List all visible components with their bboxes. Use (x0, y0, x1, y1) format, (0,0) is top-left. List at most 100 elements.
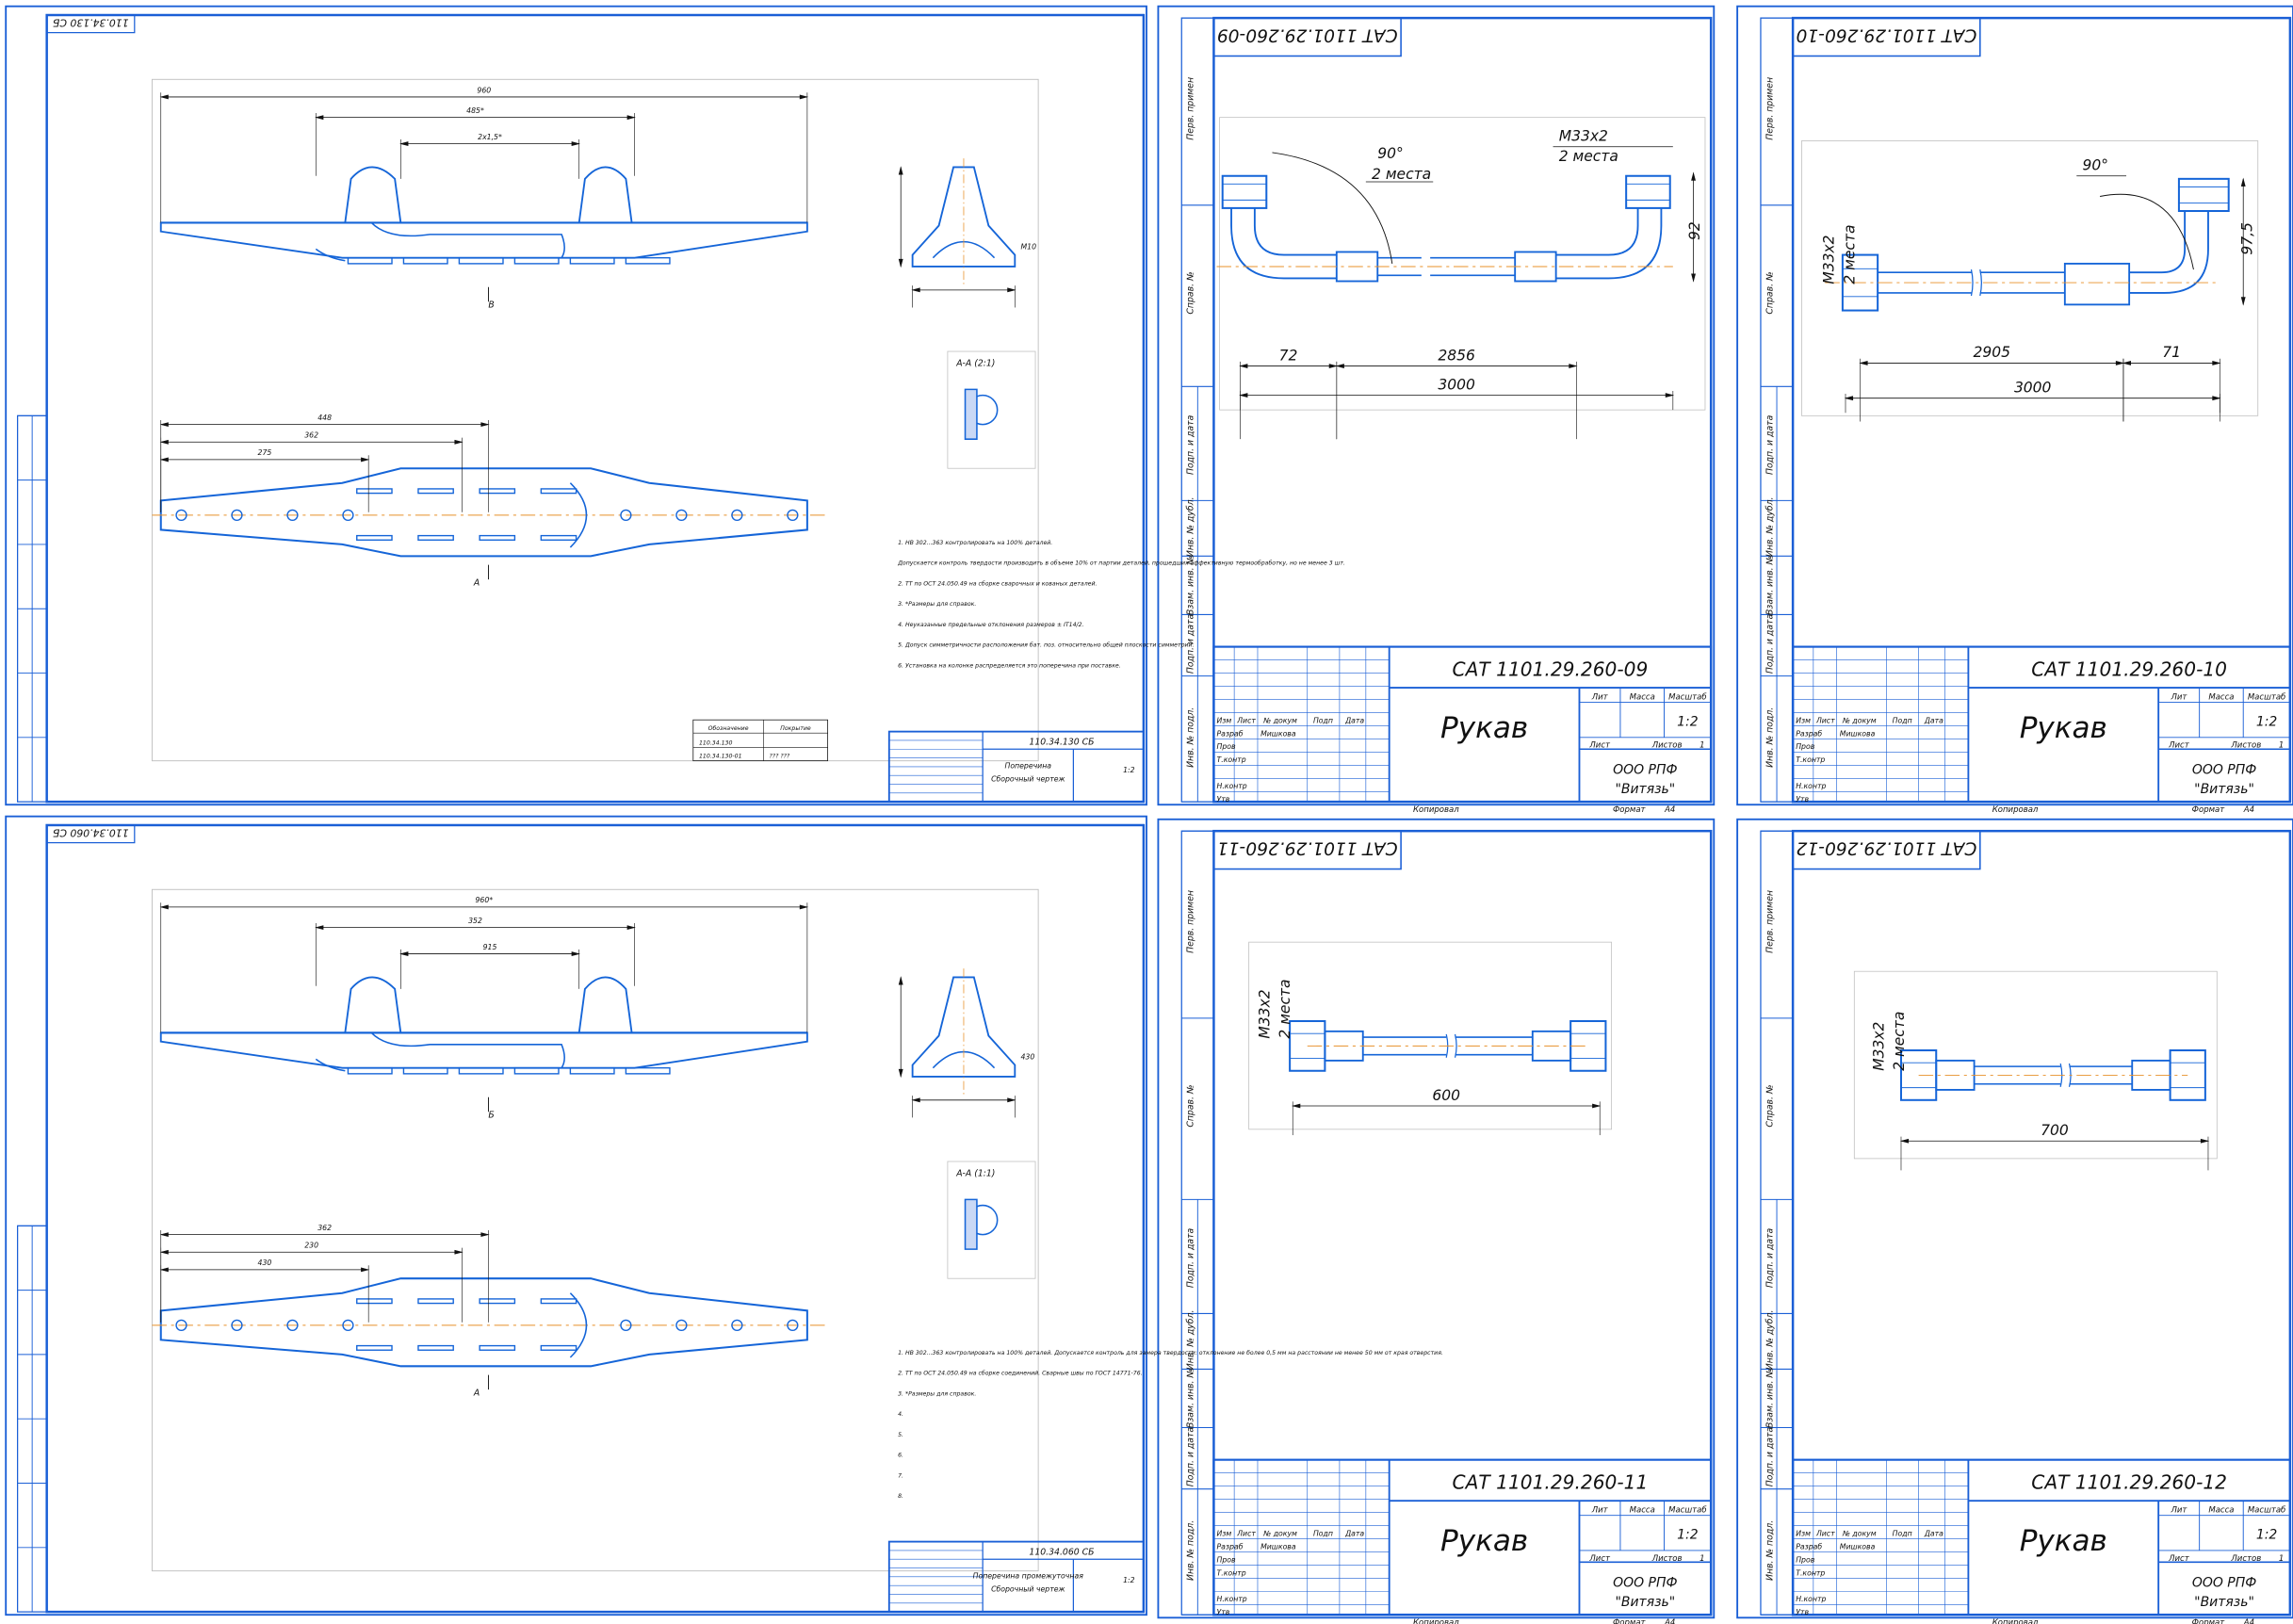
section-view: А-А (1:1) (947, 1161, 1036, 1279)
role-label: Разраб (1796, 729, 1822, 738)
side-label: Инв. № подл. (1764, 1520, 1775, 1581)
weld-curve (315, 248, 346, 262)
bottom-plate (347, 256, 393, 265)
weld-curve (315, 1058, 346, 1072)
bolt-hole (620, 509, 632, 522)
col-header: Масштаб (2248, 1506, 2285, 1516)
format-label: Формат (2192, 1618, 2226, 1624)
row-label: Дата (1344, 1529, 1364, 1537)
hose-fitting (2177, 177, 2230, 213)
arrowhead (315, 925, 324, 931)
copied-label: Копировал (1413, 1618, 1459, 1624)
arrowhead (1007, 287, 1016, 293)
dim-text: 3000 (2014, 379, 2052, 396)
bottom-plate (458, 1066, 504, 1075)
bottom-plate (513, 1066, 560, 1075)
side-label: Инв. № дубл. (1764, 1310, 1775, 1371)
role-label: Разраб (1217, 729, 1244, 738)
sheet-count: 1 (1699, 741, 1704, 751)
arrowhead (2212, 361, 2221, 365)
hose-bend-inner (2129, 211, 2209, 294)
col-header: Масса (2208, 692, 2234, 702)
arrowhead (1007, 1097, 1016, 1103)
arrowhead (1899, 1138, 1910, 1144)
doc-code: 110.34.060 СБ (1029, 1548, 1094, 1558)
assembly-sheet: 110.34.060 СБ960*352915Б430362230430АА-А… (5, 815, 1443, 1616)
part-subtitle: Сборочный чертеж (991, 1584, 1065, 1593)
section-plate (964, 388, 978, 440)
sheet-outer-frame (1157, 818, 1716, 1619)
arrowhead (2212, 396, 2221, 401)
row-label: Лист (1236, 716, 1256, 724)
arrowhead (2115, 361, 2125, 365)
sheet-count: 1 (1699, 1554, 1704, 1564)
side-label: Перв. примен (1764, 890, 1775, 953)
row-label: Изм (1217, 716, 1232, 724)
role-label: Пров (1217, 742, 1236, 751)
side-label: Перв. примен (1764, 77, 1775, 140)
arrowhead (159, 1249, 169, 1255)
note-line: 4. Неуказанные предельные отклонения раз… (898, 622, 1083, 628)
arrowhead (454, 439, 463, 445)
role-label: Н.контр (1217, 782, 1247, 790)
side-label: Инв. № дубл. (1186, 1310, 1196, 1371)
part-name: Рукав (2020, 1524, 2107, 1558)
role-label: Пров (1796, 1555, 1814, 1564)
side-label: Взам. инв. № (1764, 1369, 1775, 1428)
slot (417, 534, 454, 541)
rotated-code: САТ 1101.29.260-12 (1797, 838, 1977, 858)
format-value: А4 (2243, 805, 2254, 815)
arrowhead (159, 904, 169, 910)
slot (540, 488, 577, 495)
role-label: Утв (1796, 795, 1809, 804)
doc-code: САТ 1101.29.260-10 (2031, 658, 2227, 681)
row-label: Лист (1815, 1529, 1835, 1537)
arrowhead (1592, 1103, 1602, 1109)
table-cell: 110.34.130-01 (699, 754, 742, 760)
copied-label: Копировал (1992, 1618, 2039, 1624)
bolt-hole (286, 509, 299, 522)
bottom-plate (347, 1066, 393, 1075)
plan-arc (569, 1292, 588, 1358)
side-label: Справ. № (1186, 271, 1196, 314)
arrowhead (898, 976, 903, 985)
format-label: Формат (2192, 805, 2226, 815)
side-label: Подп. и дата (1764, 1227, 1775, 1288)
angle-arc (1272, 152, 1393, 264)
side-label: Взам. инв. № (1186, 1369, 1196, 1428)
role-label: Н.контр (1217, 1595, 1247, 1603)
col-header: Лист (1588, 741, 1611, 751)
note-line: 8. (898, 1493, 903, 1500)
bolt-hole (731, 509, 743, 522)
designation-box (46, 14, 136, 34)
slot (356, 1298, 393, 1305)
doc-code: САТ 1101.29.260-11 (1453, 1471, 1649, 1494)
row-label: Дата (1924, 716, 1943, 724)
slot (479, 534, 516, 541)
row-label: Лист (1236, 1529, 1256, 1537)
hose-bend-left-outer (1230, 207, 1337, 280)
end-view: 430 (898, 968, 1034, 1118)
hose-bend-outer (2129, 211, 2187, 274)
col-header: Лит (2170, 1506, 2187, 1516)
row-label: Лист (1815, 716, 1835, 724)
bottom-plate (569, 1066, 615, 1075)
arrowhead (159, 422, 169, 428)
section-title: А-А (1:1) (955, 1169, 995, 1179)
arrowhead (799, 904, 809, 910)
side-label: Подп. и дата (1186, 614, 1196, 674)
thread-label: М33х2 (1256, 989, 1273, 1038)
dim-text: 448 (317, 414, 332, 422)
part-name: Поперечина промежуточная (973, 1571, 1084, 1580)
arrowhead (399, 951, 409, 956)
org-name: ООО РПФ (1613, 1576, 1677, 1591)
bracket-curve (370, 221, 565, 259)
row-label: № докум (1842, 1529, 1877, 1537)
col-header: Лист (1588, 1554, 1611, 1564)
arrowhead (454, 1249, 463, 1255)
thread-label: М33х2 (1821, 235, 1838, 284)
